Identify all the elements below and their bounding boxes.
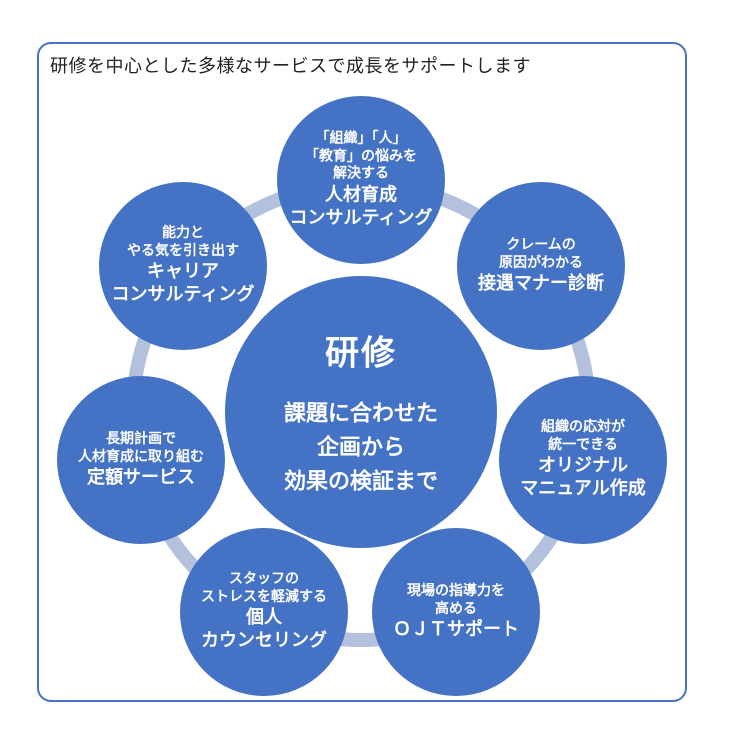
node-manner-desc-1: クレームの (506, 236, 576, 253)
node-counseling-desc-2: ストレスを軽減する (201, 588, 327, 605)
node-consulting: 「組織」「人」 「教育」の悩みを 解決する 人材育成 コンサルティング (290, 130, 433, 229)
node-flat-rate-service: 長期計画で 人材育成に取り組む 定額サービス (78, 431, 204, 489)
node-ojt-support: 現場の指導力を 高める ＯＪＴサポート (393, 583, 519, 641)
node-ojt-title: ＯＪＴサポート (393, 618, 519, 640)
node-consulting-desc-3: 解決する (332, 165, 389, 182)
node-consulting-desc-2: 「教育」の悩みを (304, 147, 417, 164)
diagram-heading: 研修を中心とした多様なサービスで成長をサポートします (50, 56, 531, 77)
node-circle-ojt (372, 528, 540, 696)
node-counseling-title-1: 個人 (246, 607, 282, 629)
node-ojt-desc-1: 現場の指導力を (407, 582, 505, 599)
node-circle-counseling (180, 528, 348, 696)
center-line-3: 効果の検証まで (283, 469, 439, 495)
node-original-manual: 組織の応対が 統一できる オリジナル マニュアル作成 (520, 419, 645, 501)
node-career-title-2: コンサルティング (111, 284, 255, 306)
node-flat-rate-title: 定額サービス (87, 466, 195, 488)
node-manual-desc-1: 組織の応対が (541, 419, 625, 436)
node-career-title-1: キャリア (146, 261, 219, 283)
center-line-1: 課題に合わせた (283, 401, 439, 427)
node-career-consulting: 能力と やる気を引き出す キャリア コンサルティング (112, 225, 255, 307)
node-career-desc-2: やる気を引き出す (126, 242, 239, 259)
node-counseling-title-2: カウンセリング (201, 630, 327, 652)
center-training: 研修 課題に合わせた 企画から 効果の検証まで (284, 333, 438, 500)
center-title: 研修 (324, 333, 397, 374)
diagram-frame (37, 42, 687, 702)
node-consulting-title-2: コンサルティング (289, 207, 433, 229)
node-manner-desc-2: 原因がわかる (499, 254, 583, 271)
node-circle-career (99, 182, 267, 350)
node-counseling: スタッフの ストレスを軽減する 個人 カウンセリング (201, 571, 327, 653)
node-circle-consulting (277, 96, 445, 264)
node-circle-flat-rate (57, 376, 225, 544)
node-manner-diagnosis: クレームの 原因がわかる 接遇マナー診断 (478, 237, 604, 295)
node-circle-manner-diagnosis (457, 182, 625, 350)
node-counseling-desc-1: スタッフの (229, 571, 299, 588)
center-line-2: 企画から (316, 435, 406, 461)
node-career-desc-1: 能力と (161, 225, 204, 242)
node-consulting-title-1: 人材育成 (324, 183, 397, 205)
node-manual-title-2: マニュアル作成 (520, 478, 646, 500)
node-flat-rate-desc-2: 人材育成に取り組む (78, 448, 204, 465)
node-ojt-desc-2: 高める (435, 600, 477, 617)
center-circle-training (225, 276, 497, 548)
node-consulting-desc-1: 「組織」「人」 (315, 130, 407, 147)
node-manual-desc-2: 統一できる (548, 436, 618, 453)
node-manual-title-1: オリジナル (538, 455, 628, 477)
node-circle-manual (499, 376, 667, 544)
node-flat-rate-desc-1: 長期計画で (106, 430, 176, 447)
node-manner-title: 接遇マナー診断 (478, 272, 604, 294)
